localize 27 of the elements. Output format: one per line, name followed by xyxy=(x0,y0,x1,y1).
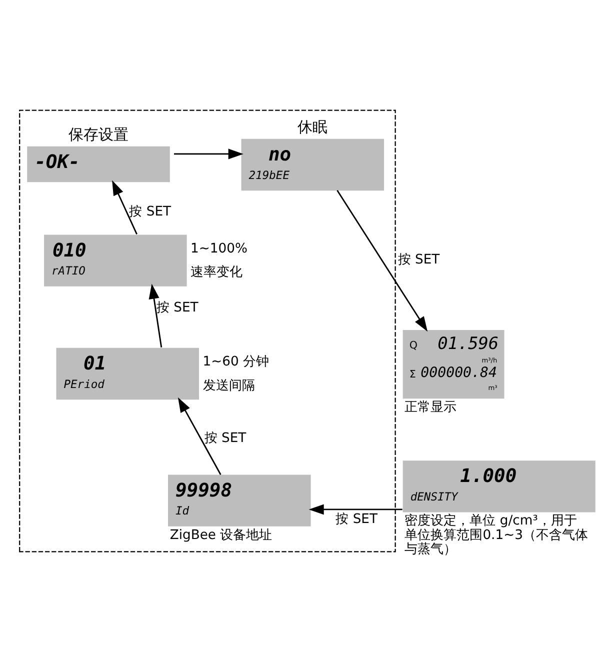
node-box: 010 rATIO xyxy=(44,234,187,286)
node-box: -OK- xyxy=(27,146,170,182)
node-box: 99998 Id xyxy=(168,474,311,526)
node-label: 1~60 分钟 xyxy=(202,354,269,369)
edge-label: 按 SET xyxy=(129,204,172,220)
arrow xyxy=(178,396,222,474)
edge-label: 按 SET xyxy=(398,252,440,268)
arrow xyxy=(112,180,138,234)
edge-label: 按 SET xyxy=(204,430,246,446)
arrow xyxy=(174,148,244,159)
node-label: 休眠 xyxy=(298,118,328,136)
edge-label: 按 SET xyxy=(336,511,378,526)
node-box: no 219bEE xyxy=(241,138,384,190)
node-label: 正常显示 xyxy=(404,400,457,415)
node-label: 速率变化 xyxy=(190,264,243,280)
node-label: 保存设置 xyxy=(68,125,128,144)
node-label: 密度设定，单位 g/cm³，用于单位换算范围0.1~3（不含气体与蒸气） xyxy=(404,513,588,556)
edge-label: 按 SET xyxy=(156,300,198,315)
node-box: 1.000 dENSITY xyxy=(402,460,596,512)
arrow xyxy=(148,283,162,347)
arrow xyxy=(336,190,428,332)
arrow xyxy=(308,504,402,514)
node-box: 01 PEriod xyxy=(56,347,199,400)
node-label: 1~100% xyxy=(190,240,248,256)
node-label: 发送间隔 xyxy=(202,378,255,393)
cluster xyxy=(19,109,396,552)
node-label: ZigBee 设备地址 xyxy=(170,527,272,542)
